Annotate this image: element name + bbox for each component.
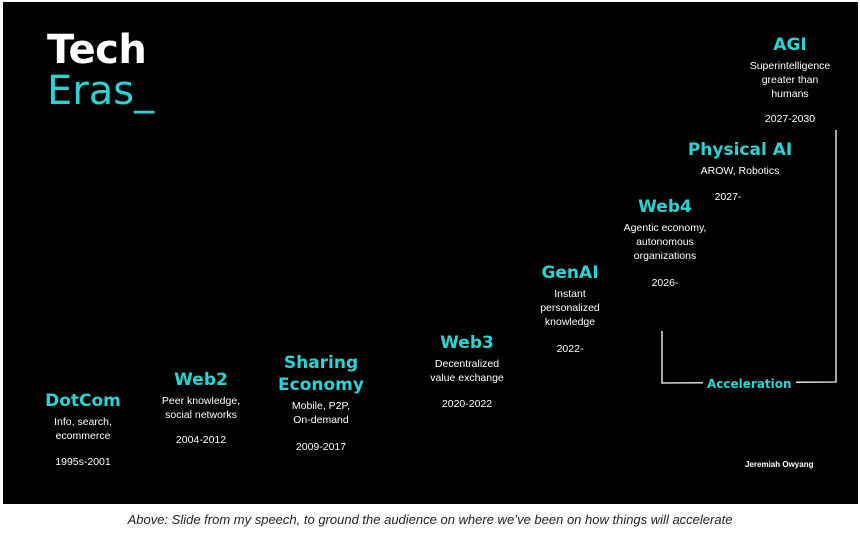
- era-agi: AGI Superintelligence greater than human…: [715, 34, 858, 125]
- era-description: Mobile, P2P, On-demand: [291, 400, 351, 426]
- era-web4: Web4 Agentic economy, autonomous organiz…: [590, 196, 740, 289]
- era-years: 2009-2017: [295, 441, 347, 453]
- era-years: 2020-2022: [441, 398, 493, 410]
- era-description: Decentralized value exchange: [430, 358, 504, 384]
- era-name: Web4: [638, 197, 692, 217]
- era-name: Sharing Economy: [278, 353, 364, 395]
- era-years: 2026-: [651, 277, 679, 289]
- era-description: Superintelligence greater than humans: [749, 60, 831, 100]
- era-years: 2022-: [556, 343, 584, 355]
- era-physical-ai: Physical AI AROW, Robotics 2027-: [665, 139, 815, 203]
- bracket-line: [661, 130, 837, 384]
- era-description: Agentic economy, autonomous organization…: [623, 222, 707, 262]
- era-dotcom: DotCom Info, search, ecommerce 1995s-200…: [8, 390, 158, 468]
- era-years: 2004-2012: [175, 434, 227, 446]
- era-years: 2027-2030: [764, 113, 816, 125]
- acceleration-bracket: [661, 130, 837, 384]
- era-web3: Web3 Decentralized value exchange 2020-2…: [392, 332, 542, 410]
- slide: Tech Eras_ DotCom Info, search, ecommerc…: [3, 2, 858, 504]
- era-name: GenAI: [541, 263, 599, 283]
- title-line-1: Tech: [47, 27, 147, 73]
- slide-title: Tech Eras_: [47, 30, 154, 111]
- era-name: Web2: [174, 370, 228, 390]
- acceleration-label: Acceleration: [703, 377, 796, 391]
- era-years: 2027-: [714, 191, 742, 203]
- era-name: DotCom: [45, 391, 121, 411]
- era-description: Peer knowledge, social networks: [161, 395, 241, 421]
- era-name: Physical AI: [687, 140, 793, 160]
- author-credit: Jeremiah Owyang: [745, 460, 814, 469]
- era-description: AROW, Robotics: [700, 165, 780, 177]
- era-description: Info, search, ecommerce: [54, 416, 112, 442]
- era-name: AGI: [773, 35, 807, 55]
- title-line-2: Eras_: [47, 68, 155, 114]
- era-years: 1995s-2001: [55, 456, 111, 468]
- era-sharing-economy: Sharing Economy Mobile, P2P, On-demand 2…: [246, 352, 396, 453]
- era-genai: GenAI Instant personalized knowledge 202…: [495, 262, 645, 355]
- caption: Above: Slide from my speech, to ground t…: [127, 512, 733, 527]
- era-description: Instant personalized knowledge: [540, 288, 600, 328]
- era-name: Web3: [440, 333, 494, 353]
- era-web2: Web2 Peer knowledge, social networks 200…: [126, 369, 276, 446]
